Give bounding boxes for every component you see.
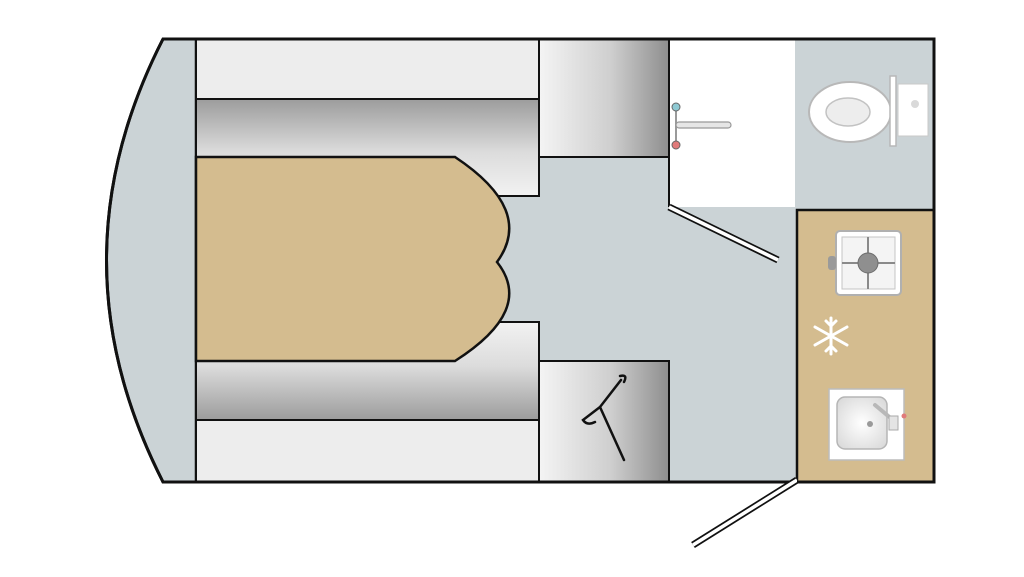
top-bench-back <box>195 38 540 100</box>
sink-icon <box>828 388 907 461</box>
hanger-icon <box>581 374 627 462</box>
hob-icon <box>828 230 902 296</box>
toilet-icon <box>808 75 929 147</box>
entrance-door[interactable] <box>691 477 799 548</box>
wardrobe <box>538 360 670 483</box>
top-cabinet <box>538 38 670 158</box>
shell-outline <box>105 37 936 484</box>
shower-tap-icon <box>671 102 732 150</box>
bottom-bench-back <box>195 419 540 483</box>
washroom-door[interactable] <box>667 203 780 264</box>
bed <box>194 155 511 363</box>
fridge-icon <box>813 316 849 356</box>
